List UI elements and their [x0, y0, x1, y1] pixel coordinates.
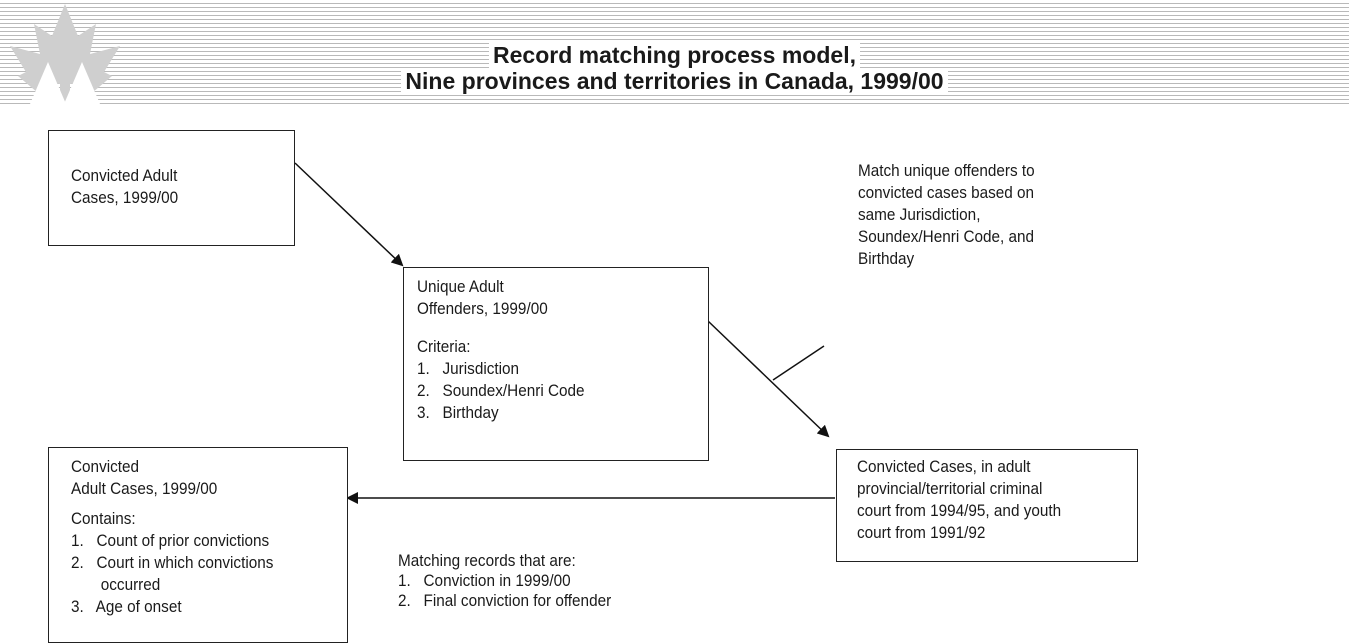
- matching-records-label: Matching records that are:: [398, 551, 576, 570]
- convicted-adult-cases-line-2: Cases, 1999/00: [71, 188, 179, 207]
- arrow-offenders-to-court-cases: [707, 320, 830, 438]
- annotation-callout-line: [772, 345, 825, 381]
- result-cases-line-1: Convicted: [71, 457, 140, 476]
- contains-item: occurred: [71, 575, 161, 594]
- court-cases-line: court from 1991/92: [857, 523, 986, 542]
- arrow-cases-to-offenders: [294, 162, 404, 267]
- diagram-title-line-2: Nine provinces and territories in Canada…: [0, 68, 1349, 94]
- criteria-item: 3. Birthday: [417, 403, 499, 422]
- court-cases-line: Convicted Cases, in adult: [857, 457, 1031, 476]
- unique-offenders-line-1: Unique Adult: [417, 277, 504, 296]
- matching-records-item: 2. Final conviction for offender: [398, 591, 612, 610]
- match-note-line: Match unique offenders to: [858, 161, 1035, 180]
- criteria-item: 1. Jurisdiction: [417, 359, 520, 378]
- match-note-line: same Jurisdiction,: [858, 205, 981, 224]
- result-cases-box: [48, 447, 348, 643]
- court-cases-box: [836, 449, 1138, 562]
- criteria-label: Criteria:: [417, 337, 471, 356]
- court-cases-line: provincial/territorial criminal: [857, 479, 1043, 498]
- convicted-adult-cases-line-1: Convicted Adult: [71, 166, 178, 185]
- convicted-adult-cases-box: [48, 130, 295, 246]
- contains-label: Contains:: [71, 509, 136, 528]
- matching-records-item: 1. Conviction in 1999/00: [398, 571, 571, 590]
- unique-offenders-line-2: Offenders, 1999/00: [417, 299, 548, 318]
- court-cases-line: court from 1994/95, and youth: [857, 501, 1062, 520]
- match-note-line: Birthday: [858, 249, 915, 268]
- match-note-line: Soundex/Henri Code, and: [858, 227, 1035, 246]
- contains-item: 1. Count of prior convictions: [71, 531, 270, 550]
- diagram-title-line-1: Record matching process model,: [0, 42, 1349, 68]
- contains-item: 3. Age of onset: [71, 597, 182, 616]
- maple-leaf-logo: [10, 4, 120, 104]
- result-cases-line-2: Adult Cases, 1999/00: [71, 479, 218, 498]
- unique-adult-offenders-box: [403, 267, 709, 461]
- criteria-item: 2. Soundex/Henri Code: [417, 381, 585, 400]
- contains-item: 2. Court in which convictions: [71, 553, 274, 572]
- match-note-line: convicted cases based on: [858, 183, 1035, 202]
